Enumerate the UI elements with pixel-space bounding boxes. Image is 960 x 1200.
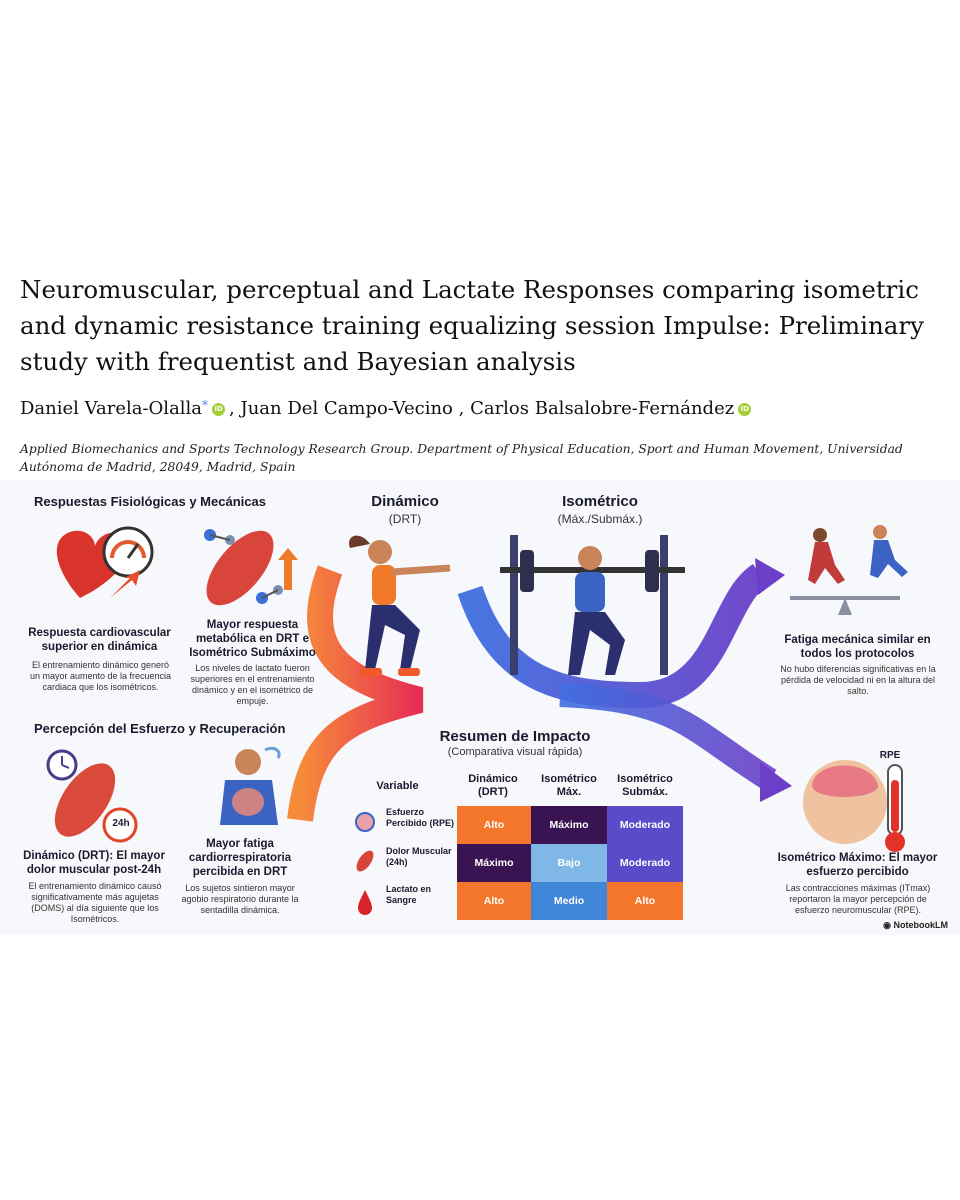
card-doms-title: Dinámico (DRT): El mayor dolor muscular … (23, 850, 165, 876)
table-row-label: Dolor Muscular (24h) (386, 846, 452, 867)
clock-muscle-icon (46, 749, 138, 843)
card-cardiorespiratory-text: Los sujetos sintieron mayor agobio respi… (181, 883, 299, 915)
table-row-label: Esfuerzo Percibido (RPE) (386, 807, 455, 828)
table-cell: Medio (531, 882, 607, 920)
arrow-head-top (755, 558, 785, 595)
rpe-badge: RPE (879, 750, 901, 761)
table-cell: Moderado (607, 806, 683, 844)
author-name: Daniel Varela-Olalla (20, 398, 203, 419)
column-dynamic-subtitle: (DRT) (388, 512, 422, 526)
table-header: Variable (376, 780, 419, 792)
section-heading-physiological: Respuestas Fisiológicas y Mecánicas (34, 494, 266, 509)
author-list: Daniel Varela-Olalla*iD, Juan Del Campo-… (20, 398, 755, 419)
table-cell: Moderado (607, 844, 683, 882)
summary-table: Variable Dinámico (DRT) Isométrico Máx. … (350, 770, 685, 920)
infographic-artwork (46, 525, 908, 915)
muscle-row-icon (356, 850, 374, 872)
squat-athlete-illustration (349, 535, 451, 676)
column-isometric-title: Isométrico (562, 493, 638, 510)
card-mechanical-fatigue-text: No hubo diferencias significativas en la… (780, 664, 936, 696)
table-cell: Máximo (457, 844, 531, 882)
heart-icon (56, 526, 154, 598)
card-cardiorespiratory-title: Mayor fatiga cardiorrespiratoria percibi… (188, 838, 292, 878)
card-rpe-title: Isométrico Máximo: El mayor esfuerzo per… (777, 852, 938, 878)
table-cell: Alto (607, 882, 683, 920)
infographic: Respuestas Fisiológicas y Mecánicas Resp… (0, 480, 960, 935)
table-cell: Máximo (531, 806, 607, 844)
card-mechanical-fatigue-title: Fatiga mecánica similar en todos los pro… (784, 634, 931, 660)
table-header: Isométrico Submáx. (617, 773, 673, 798)
card-cardiovascular-title: Respuesta cardiovascular superior en din… (28, 627, 171, 653)
summary-title: Resumen de Impacto (439, 728, 591, 745)
card-metabolic-text: Los niveles de lactato fueron superiores… (190, 663, 315, 706)
table-row-label: Lactato en Sangre (386, 884, 432, 905)
muscle-molecule-icon (204, 529, 298, 606)
runners-balance-icon (790, 525, 908, 615)
section-heading-perception: Percepción del Esfuerzo y Recuperación (34, 721, 286, 736)
blood-drop-icon (358, 890, 372, 915)
column-dynamic-title: Dinámico (371, 493, 439, 510)
affiliation: Applied Biomechanics and Sports Technolo… (20, 442, 903, 474)
brain-row-icon (355, 812, 375, 832)
table-cell: Alto (457, 882, 531, 920)
card-cardiovascular-text: El entrenamiento dinámico generó un mayo… (29, 660, 172, 692)
card-metabolic-title: Mayor respuesta metabólica en DRT e Isom… (189, 619, 316, 659)
table-header: Isométrico Máx. (541, 773, 597, 798)
corresponding-author-marker: * (202, 398, 209, 412)
barbell-athlete-illustration (500, 535, 685, 675)
orcid-icon[interactable]: iD (212, 402, 226, 416)
author-name: Carlos Balsalobre-Fernández (470, 398, 735, 419)
author-name: Juan Del Campo-Vecino (240, 398, 453, 419)
column-isometric-subtitle: (Máx./Submáx.) (557, 512, 643, 526)
notebooklm-icon: ◉ (883, 920, 894, 930)
badge-24h: 24h (112, 818, 130, 829)
paper-title: Neuromuscular, perceptual and Lactate Re… (20, 275, 924, 376)
arrow-head-bottom (760, 762, 792, 802)
brand-label: NotebookLM (893, 920, 949, 930)
notebooklm-logo: ◉ NotebookLM (883, 920, 948, 931)
orcid-icon[interactable]: iD (738, 402, 752, 416)
table-cell: Bajo (531, 844, 607, 882)
table-cell: Alto (457, 806, 531, 844)
ribbon-isometric-lower (559, 683, 777, 791)
breathing-man-icon (220, 746, 281, 825)
brain-thermometer-icon (803, 760, 905, 852)
summary-subtitle: (Comparativa visual rápida) (447, 746, 583, 758)
ribbon-dynamic (287, 565, 424, 822)
table-header: Dinámico (DRT) (468, 773, 518, 798)
card-rpe-text: Las contracciones máximas (ITmax) report… (785, 883, 931, 915)
card-doms-text: El entrenamiento dinámico causó signific… (28, 881, 162, 924)
